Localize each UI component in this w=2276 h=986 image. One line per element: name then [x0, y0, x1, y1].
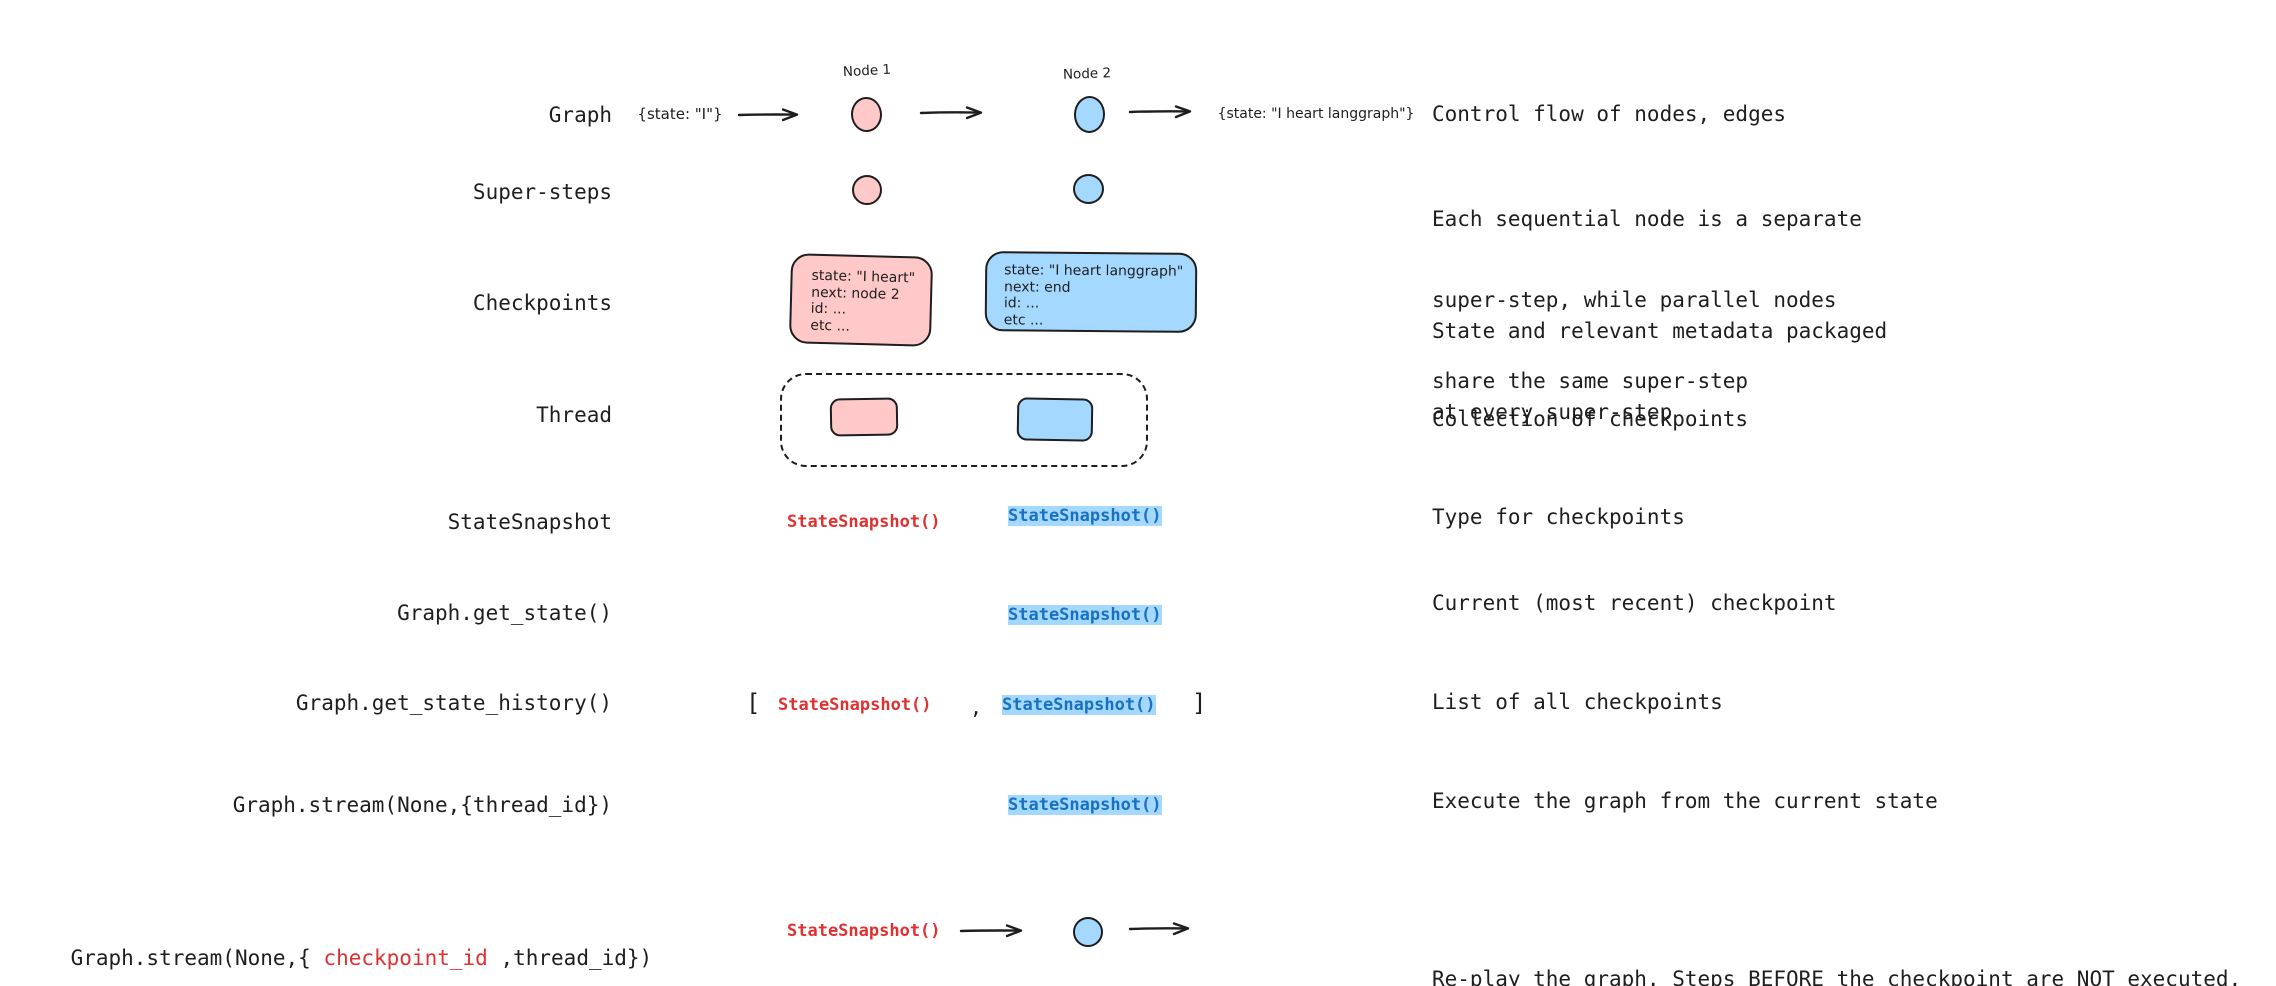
checkpoint-next-line: next: end — [1003, 278, 1071, 296]
graph-output-state-text: {state: "I heart langgraph"} — [1217, 106, 1415, 122]
row-statesnapshot-label: StateSnapshot — [447, 510, 612, 534]
row-stream-checkpoint-description: Re-play the graph. Steps BEFORE the chec… — [1432, 912, 2241, 986]
superstep-node2-circle — [1073, 174, 1104, 204]
graph-input-state-text: {state: "I"} — [637, 105, 723, 123]
arrow-right-icon — [737, 108, 799, 122]
row-stream-checkpoint-label: Graph.stream(None,{ checkpoint_id ,threa… — [20, 916, 653, 986]
row-checkpoints-label: Checkpoints — [472, 291, 612, 315]
description-line: share the same super-step — [1432, 369, 1749, 393]
row-getstatehistory-description: List of all checkpoints — [1432, 690, 1723, 714]
arrow-right-icon — [1128, 105, 1192, 119]
superstep-node1-circle — [852, 175, 882, 205]
description-line: Each sequential node is a separate — [1432, 207, 1862, 231]
arrow-right-icon — [1128, 922, 1190, 936]
row-supersteps-label: Super-steps — [472, 180, 612, 204]
node1-circle — [850, 96, 883, 133]
row-graph-description: Control flow of nodes, edges — [1432, 102, 1787, 126]
row-stream-thread-label: Graph.stream(None,{thread_id}) — [232, 793, 612, 817]
replay-red-code: StateSnapshot() — [787, 921, 941, 941]
row-getstatehistory-label: Graph.get_state_history() — [295, 691, 612, 715]
pink-checkpoint-box: state: "I heart" next: node 2 id: ... et… — [788, 253, 934, 347]
description-line: State and relevant metadata packaged — [1432, 319, 1888, 343]
row-thread-label: Thread — [536, 403, 612, 427]
checkpoint-state-line: state: "I heart langgraph" — [1004, 262, 1184, 280]
arrow-right-icon — [959, 924, 1023, 938]
thread-blue-checkpoint-chip — [1016, 397, 1094, 442]
description-line: Re-play the graph. Steps BEFORE the chec… — [1432, 967, 2242, 986]
checkpoint-id-line: id: ... — [1003, 295, 1040, 312]
thread-pink-checkpoint-chip — [829, 397, 899, 437]
stream-thread-blue-code: StateSnapshot() — [1008, 795, 1162, 815]
label-prefix-text: Graph.stream(None,{ — [70, 946, 324, 970]
label-suffix-text: ,thread_id}) — [487, 946, 653, 970]
statesnapshot-red-code: StateSnapshot() — [787, 512, 941, 532]
row-checkpoints-description: State and relevant metadata packaged at … — [1432, 264, 1887, 480]
node2-circle — [1073, 95, 1106, 134]
replay-node-circle — [1073, 917, 1103, 947]
bracket-close-text: ] — [1192, 689, 1207, 717]
description-line: at every super-step — [1432, 400, 1673, 424]
row-thread-description: Collection of checkpoints — [1432, 407, 1749, 431]
node2-label: Node 2 — [1062, 65, 1112, 83]
history-red-code: StateSnapshot() — [778, 695, 932, 715]
row-graph-label: Graph — [548, 103, 612, 127]
thread-dashed-box — [780, 373, 1148, 467]
getstate-blue-code: StateSnapshot() — [1008, 605, 1162, 625]
statesnapshot-blue-code: StateSnapshot() — [1008, 506, 1162, 526]
node1-label: Node 1 — [842, 61, 892, 81]
row-statesnapshot-description: Type for checkpoints — [1432, 505, 1685, 529]
blue-checkpoint-box: state: "I heart langgraph" next: end id:… — [984, 251, 1198, 333]
checkpoint-id-red-text: checkpoint_id — [323, 946, 488, 970]
comma-text: , — [970, 695, 983, 719]
row-supersteps-description: Each sequential node is a separate super… — [1432, 152, 1862, 449]
history-blue-code: StateSnapshot() — [1002, 695, 1156, 715]
checkpoint-etc-line: etc ... — [810, 317, 851, 335]
row-getstate-description: Current (most recent) checkpoint — [1432, 591, 1837, 615]
row-getstate-label: Graph.get_state() — [397, 601, 612, 625]
arrow-right-icon — [919, 106, 983, 120]
bracket-open-text: [ — [746, 689, 761, 717]
checkpoint-etc-line: etc ... — [1003, 311, 1044, 329]
description-line: super-step, while parallel nodes — [1432, 288, 1837, 312]
row-stream-thread-description: Execute the graph from the current state — [1432, 789, 1938, 813]
